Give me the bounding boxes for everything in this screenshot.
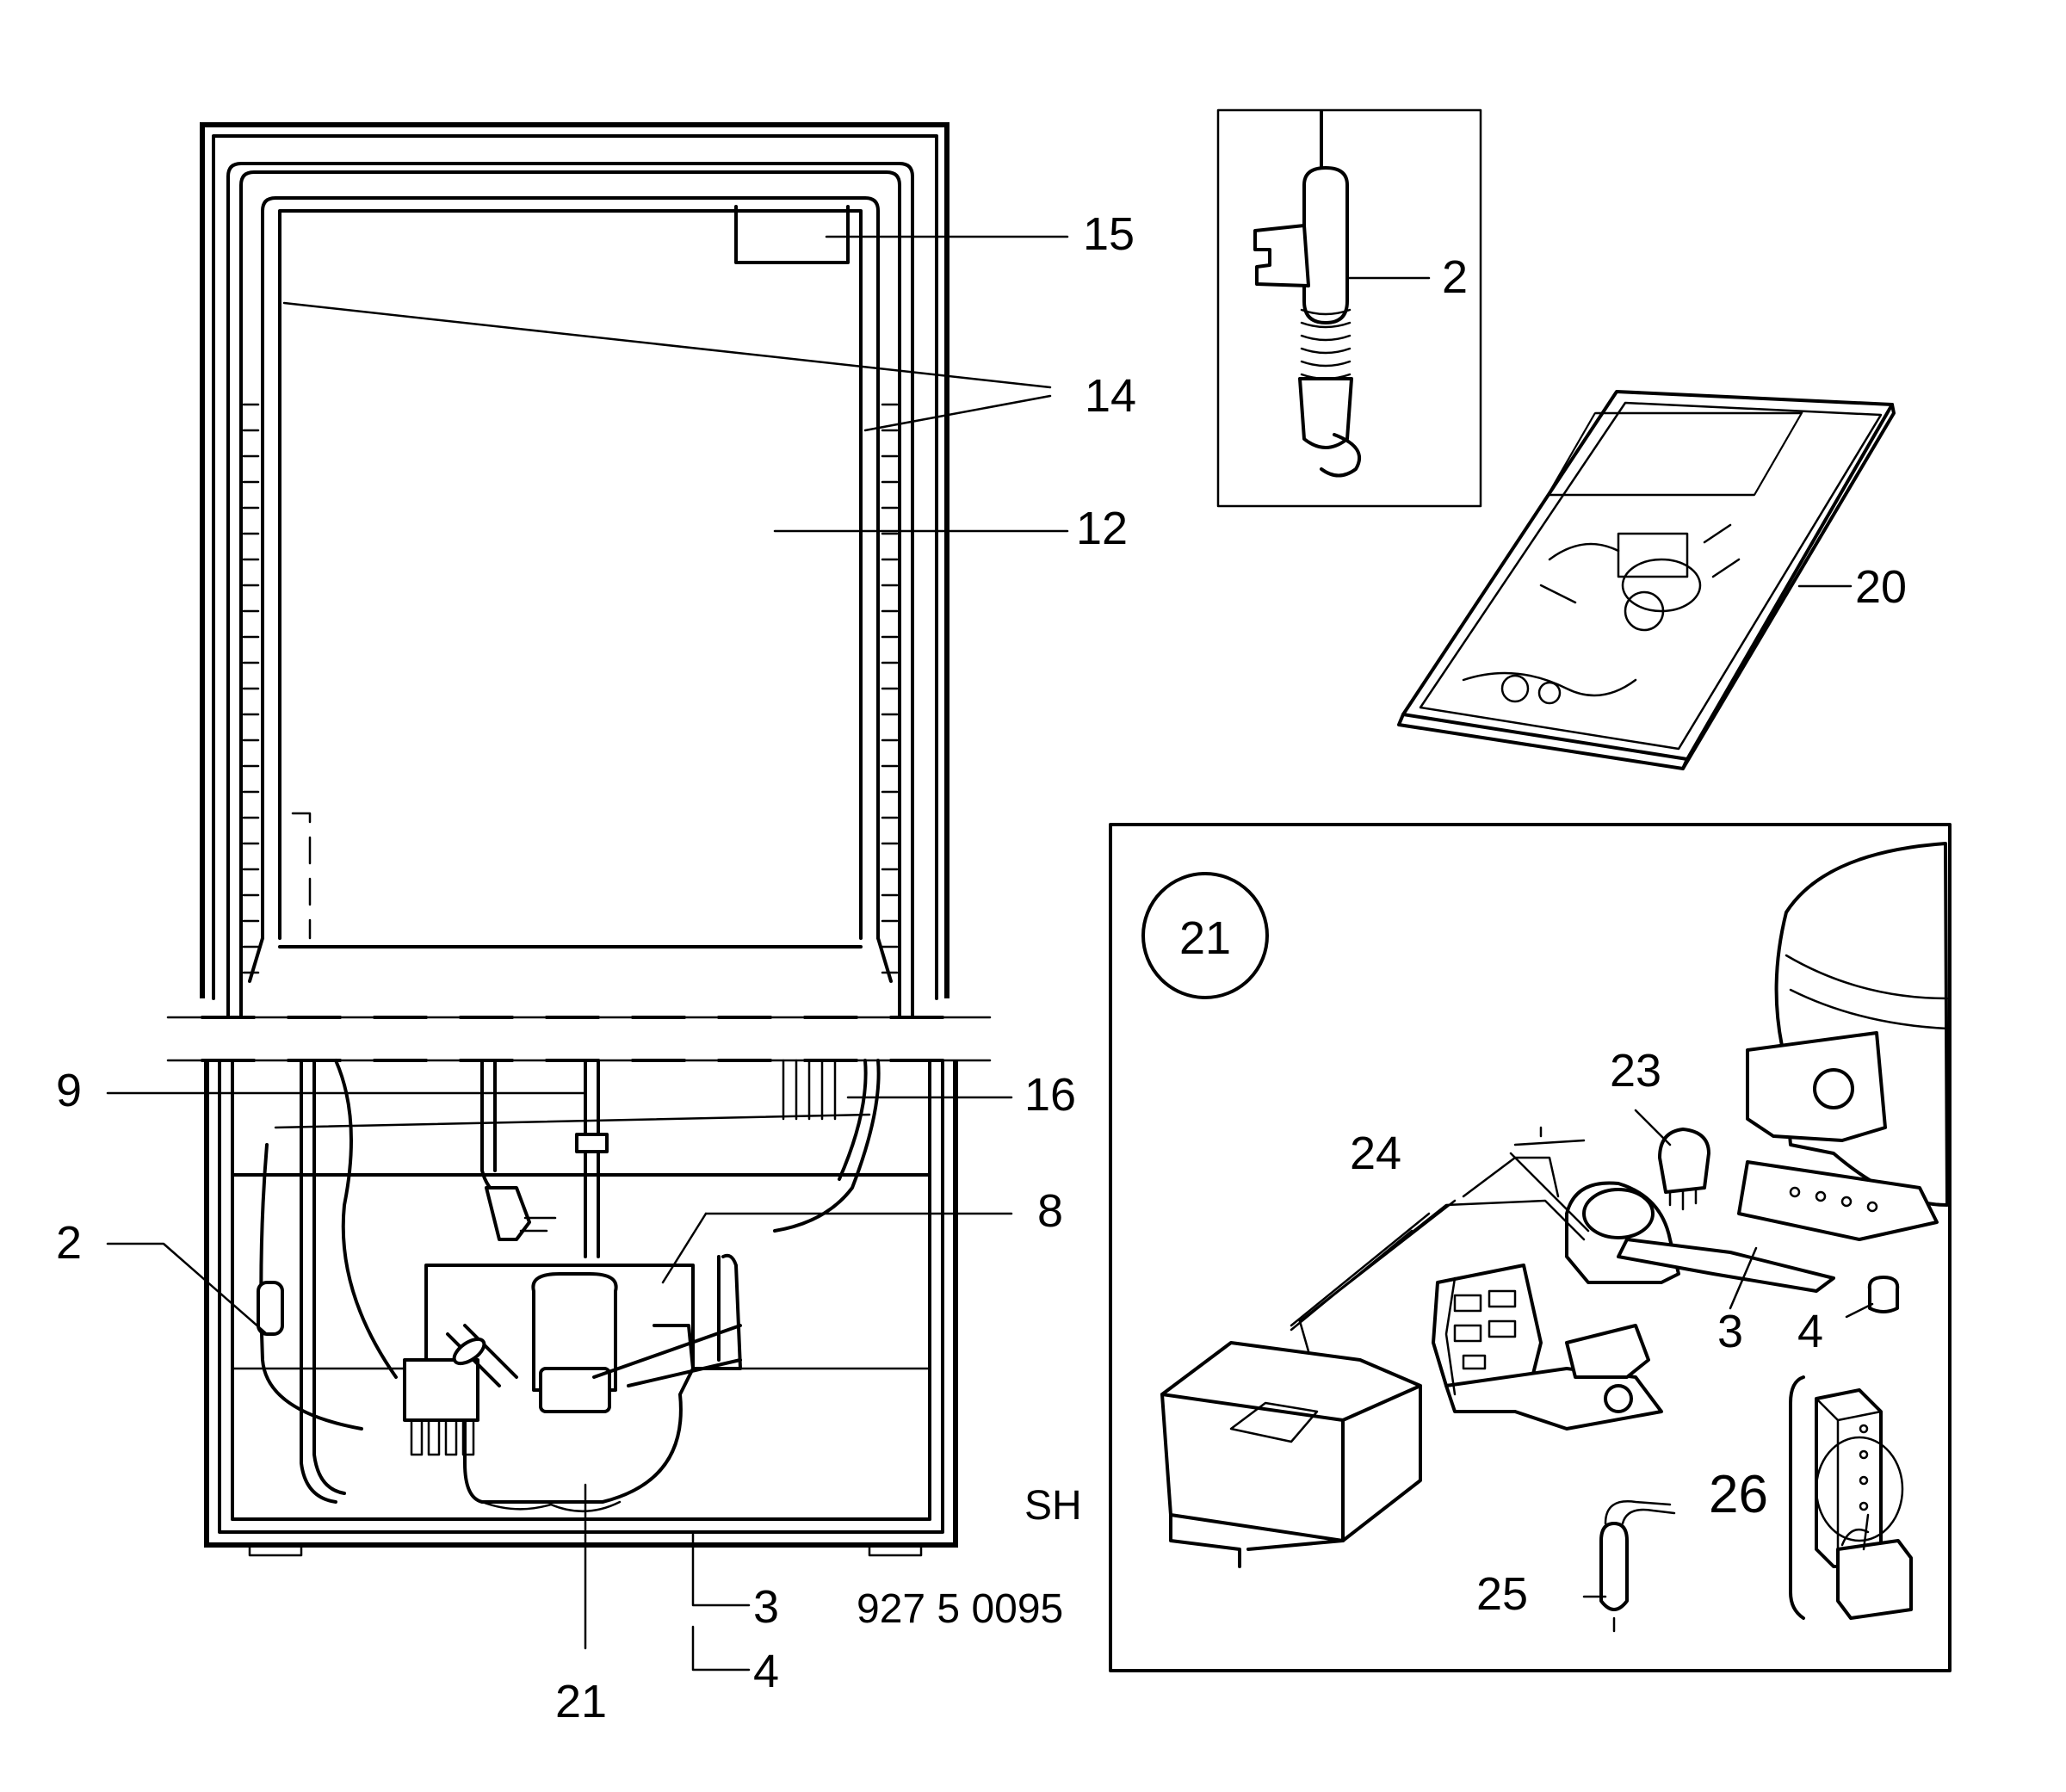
callout-26: 26 <box>1709 1465 1768 1524</box>
callout-4-kit: 4 <box>1797 1306 1823 1357</box>
instruction-manual <box>1397 390 1896 770</box>
callout-12: 12 <box>1076 503 1128 554</box>
compressor-main <box>403 1253 742 1512</box>
callout-3-main: 3 <box>753 1581 779 1633</box>
callout-labels: 15 14 12 2 20 9 16 8 2 21 3 4 SH 927 5 0… <box>56 208 1907 1727</box>
callout-2-detail: 2 <box>1442 251 1468 303</box>
callout-3-kit: 3 <box>1717 1306 1743 1357</box>
kit-circle <box>1141 872 1269 999</box>
callout-15: 15 <box>1083 208 1135 260</box>
callout-9: 9 <box>56 1065 82 1116</box>
callout-14: 14 <box>1085 370 1136 422</box>
variant-code: SH <box>1024 1483 1082 1529</box>
leader-lines <box>106 235 1874 1672</box>
break-lines <box>166 1016 992 1062</box>
callout-20: 20 <box>1855 561 1907 613</box>
part-number: 927 5 0095 <box>857 1586 1063 1632</box>
cabinet-upper <box>200 122 949 1017</box>
callout-8: 8 <box>1037 1185 1063 1237</box>
callout-21-main: 21 <box>555 1676 607 1727</box>
callout-16: 16 <box>1024 1069 1076 1121</box>
callout-4-main: 4 <box>753 1646 779 1697</box>
callout-25: 25 <box>1476 1568 1528 1620</box>
callout-21-kit: 21 <box>1179 912 1231 964</box>
cabinet-lower <box>204 1059 958 1557</box>
callout-24: 24 <box>1350 1128 1401 1179</box>
compressor-kit-box <box>1109 823 1952 1672</box>
callout-23: 23 <box>1610 1045 1661 1097</box>
callout-2-main: 2 <box>56 1217 82 1269</box>
thermostat-box <box>734 205 850 264</box>
sensor-detail-box <box>1216 108 1482 508</box>
